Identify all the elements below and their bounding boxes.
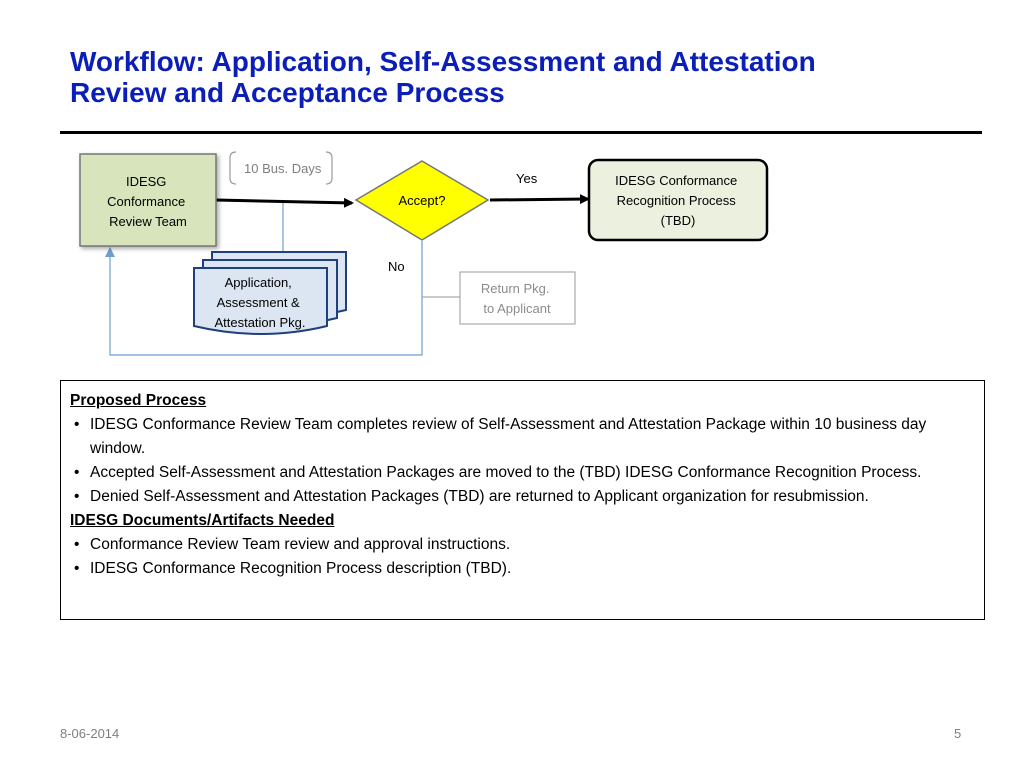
recognition-process-box: IDESG Conformance Recognition Process (T… (587, 158, 769, 242)
footer-date: 8-06-2014 (60, 726, 120, 741)
list-item: Accepted Self-Assessment and Attestation… (70, 461, 978, 485)
proposed-process-list: IDESG Conformance Review Team completes … (70, 413, 978, 509)
list-item: Conformance Review Team review and appro… (70, 533, 978, 557)
return-package-label: Return Pkg. to Applicant (481, 281, 553, 316)
documents-needed-list: Conformance Review Team review and appro… (70, 533, 978, 581)
brace-left (229, 151, 237, 185)
decision-diamond: Accept? (354, 160, 490, 241)
arrow-review-to-decision (215, 197, 354, 208)
review-team-label: IDESG Conformance Review Team (107, 174, 189, 229)
arrow-yes (489, 194, 590, 205)
return-package-box: Return Pkg. to Applicant (459, 271, 576, 325)
proposed-process-heading: Proposed Process (70, 392, 207, 409)
slide-title: Workflow: Application, Self-Assessment a… (70, 46, 990, 108)
brace-right (325, 151, 333, 185)
connector-lines (105, 151, 590, 356)
documents-needed-heading: IDESG Documents/Artifacts Needed (70, 512, 335, 529)
list-item: IDESG Conformance Review Team completes … (70, 413, 978, 461)
review-team-box: IDESG Conformance Review Team (79, 153, 217, 247)
no-label: No (388, 259, 405, 274)
arrow-no-return (105, 241, 423, 356)
yes-label: Yes (516, 171, 538, 186)
package-label: Application, Assessment & Attestation Pk… (214, 275, 305, 330)
title-line-1: Workflow: Application, Self-Assessment a… (70, 46, 816, 77)
list-item: IDESG Conformance Recognition Process de… (70, 557, 978, 581)
page-number: 5 (954, 726, 962, 741)
process-notes: Proposed Process IDESG Conformance Revie… (60, 380, 985, 620)
list-item: Denied Self-Assessment and Attestation P… (70, 485, 978, 509)
package-stack: Application, Assessment & Attestation Pk… (193, 251, 347, 335)
title-divider (60, 131, 982, 134)
decision-label: Accept? (399, 193, 446, 208)
workflow-diagram: IDESG Conformance Review Team 10 Bus. Da… (79, 151, 769, 356)
recognition-process-label: IDESG Conformance Recognition Process (T… (615, 173, 741, 228)
title-line-2: Review and Acceptance Process (70, 77, 505, 108)
duration-label: 10 Bus. Days (244, 161, 322, 176)
